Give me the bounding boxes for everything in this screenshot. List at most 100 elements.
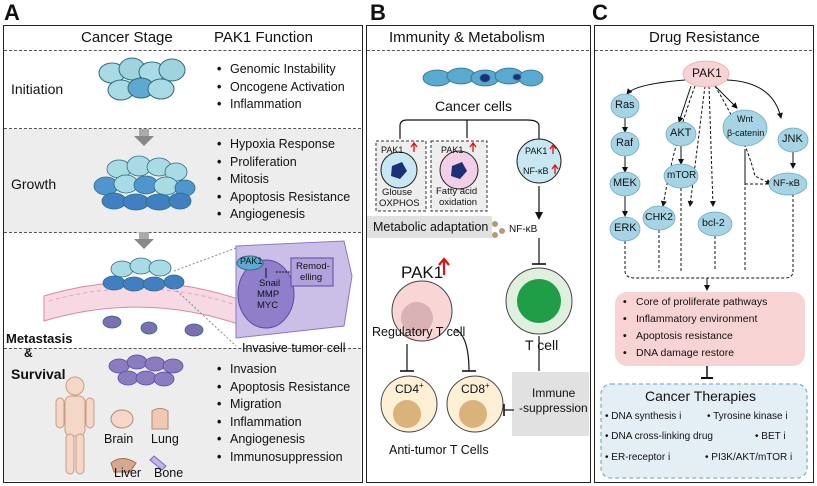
divider (4, 50, 361, 51)
inset-mmp: MMP (257, 289, 280, 300)
arrow-down-icon (134, 232, 154, 249)
function-item: Genomic Instability (217, 61, 345, 79)
up-arrow-icon (549, 143, 557, 154)
organ-lung: Lung (151, 432, 179, 446)
nucleus (401, 302, 433, 334)
therapies-title: Cancer Therapies (645, 388, 757, 404)
raf-node (610, 131, 640, 157)
arrow (677, 85, 692, 123)
blood-vessel (43, 281, 245, 327)
treg-label: Regulatory T cell (372, 325, 466, 339)
inset-snail: Snail (259, 278, 281, 289)
function-item: Invasion (217, 361, 350, 379)
nucleus (517, 279, 561, 323)
initiation-functions: Genomic Instability Oncogene Activation … (217, 61, 345, 114)
outcome-list: Core of proliferate pathways Inflammator… (623, 294, 767, 362)
immune-suppression-box (512, 372, 589, 436)
ampersand: & (24, 346, 33, 360)
function-item: Angiogenesis (217, 431, 350, 449)
organ-liver: Liver (114, 466, 142, 480)
panel-b: Immunity & Metabolism (366, 25, 591, 483)
growth-functions: Hypoxia Response Proliferation Mitosis A… (217, 136, 350, 224)
raf-label: Raf (616, 137, 634, 149)
panel-a: Cancer Stage PAK1 Function Initiation Gr… (3, 25, 363, 483)
function-item: Inflammation (217, 96, 345, 114)
inset-pak1: PAK1 (240, 256, 263, 266)
cell1-label2: OXPHOS (379, 198, 420, 209)
cell2-label1: Fatty acid (436, 186, 478, 197)
organ-brain: Brain (104, 432, 134, 446)
arrowhead (535, 212, 543, 220)
akt-node (665, 121, 697, 147)
panel-b-title: Immunity & Metabolism (389, 29, 545, 46)
therapy-item: • PI3K/AKT/mTOR i (705, 452, 793, 463)
therapy-item: • DNA synthesis i (605, 411, 682, 422)
therapy-item: • ER-receptor i (605, 452, 671, 463)
zoom-line (173, 247, 237, 272)
function-item: Immunosuppression (217, 449, 350, 467)
chk2-node (642, 205, 676, 231)
up-arrow-icon (438, 257, 450, 275)
mtor-node (663, 163, 699, 189)
function-item: Apoptosis Resistance (217, 189, 350, 207)
function-item: Hypoxia Response (217, 136, 350, 154)
metastasis-cell-cluster (102, 257, 204, 337)
erk-label: ERK (614, 222, 637, 234)
nucleus (391, 162, 407, 179)
stage-initiation: Initiation (11, 81, 64, 97)
cell1-pak1: PAK1 (381, 145, 404, 155)
cell3-nfkb: NF-κB (523, 166, 549, 176)
nfkb-label: NF-κB (509, 224, 538, 235)
nfkb-node (768, 172, 808, 196)
line (624, 270, 794, 279)
function-item: Apoptosis Resistance (217, 379, 350, 397)
pak1-label: PAK1 (692, 66, 722, 80)
suppression-label: -suppression (519, 401, 588, 415)
function-item: Inflammation (217, 414, 350, 432)
ras-node (610, 93, 640, 119)
stage-growth: Growth (11, 176, 57, 192)
therapy-item: • Tyrosine kinase i (707, 411, 788, 422)
cell2-pak1: PAK1 (441, 145, 464, 155)
cell1-label1: Glouse (382, 187, 413, 198)
wnt-label: Wnt (737, 114, 754, 124)
nucleus (393, 400, 421, 428)
therapies-box (600, 383, 808, 479)
outcome-item: Apoptosis resistance (623, 328, 767, 345)
panel-b-illustrations (367, 67, 589, 436)
metabolic-band (367, 216, 492, 238)
wnt-beta-catenin-node (722, 109, 768, 147)
inset-remod: Remod- (296, 261, 330, 272)
divider (4, 232, 361, 233)
up-arrow-icon (551, 163, 559, 174)
panel-letter-b: B (370, 0, 386, 25)
nfkb-dot (499, 228, 505, 234)
panel-letter-c: C (592, 0, 608, 25)
treg-pak1: PAK1 (401, 263, 444, 282)
invasive-label: Invasive tumor cell (242, 341, 346, 355)
divider (595, 50, 812, 51)
survival-functions: Invasion Apoptosis Resistance Migration … (217, 361, 350, 466)
jnk-label: JNK (782, 133, 803, 145)
header-pak1-function: PAK1 Function (214, 29, 313, 46)
chk2-label: CHK2 (645, 211, 674, 223)
panel-a-illustrations (43, 57, 353, 475)
cell3-pak1: PAK1 (525, 146, 548, 156)
beta-catenin-label: β-catenin (727, 128, 765, 138)
nfkb-dot (492, 221, 498, 227)
arrow (708, 85, 716, 207)
outcome-item: Inflammatory environment (623, 311, 767, 328)
ras-label: Ras (615, 99, 635, 111)
tcell-label: T cell (525, 337, 559, 353)
mtor-label: mTOR (667, 170, 697, 181)
mek-label: MEK (613, 177, 637, 189)
outcome-item: DNA damage restore (623, 345, 767, 362)
inset-elling: elling (300, 272, 323, 283)
therapy-item: • DNA cross-linking drug (605, 431, 713, 442)
divider (4, 128, 361, 129)
divider (4, 348, 361, 349)
initiation-cell-cluster (98, 57, 186, 101)
function-item: Angiogenesis (217, 206, 350, 224)
arrow (626, 79, 686, 95)
metabolic-adaptation-label: Metabolic adaptation (373, 220, 489, 234)
